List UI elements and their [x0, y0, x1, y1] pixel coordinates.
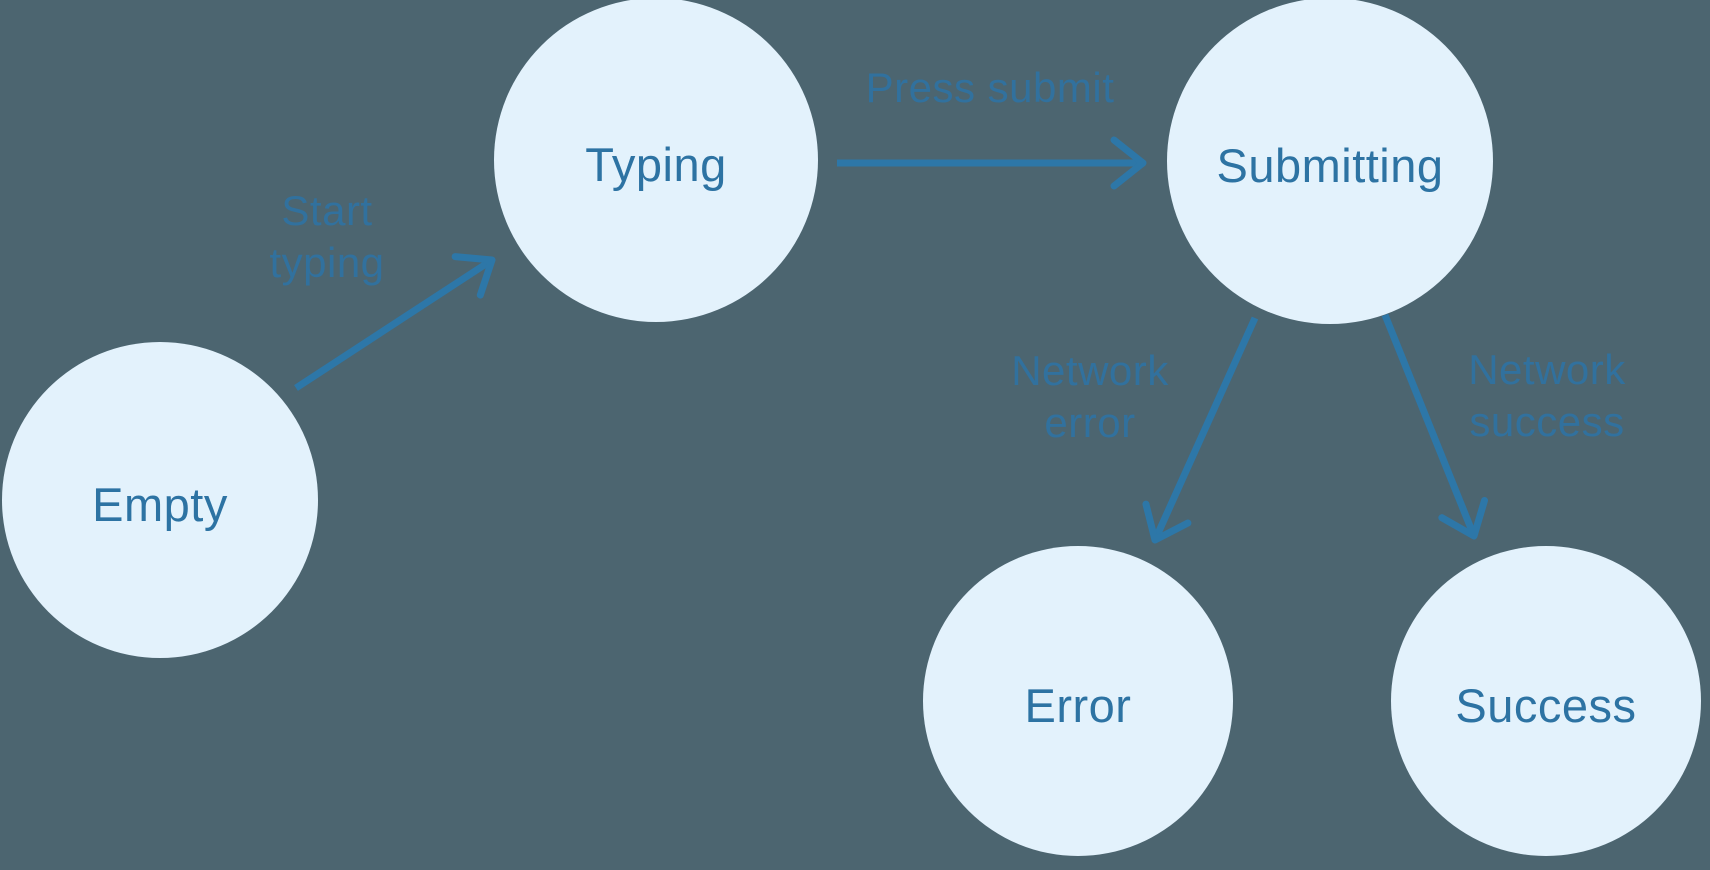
- transition-label-line: Start: [281, 187, 373, 234]
- transition-label-line: Press submit: [865, 64, 1115, 111]
- transition-label-network-error: Network error: [1011, 345, 1169, 449]
- state-label-empty: Empty: [92, 477, 228, 531]
- transition-arrow-network-success: [1381, 313, 1478, 538]
- arrowhead-icon-network-success: [1438, 497, 1489, 540]
- state-node-success: Success: [1391, 546, 1701, 856]
- transition-label-line: Network: [1468, 346, 1626, 393]
- state-node-submitting: Submitting: [1167, 0, 1493, 324]
- arrowhead-icon-press-submit: [1110, 136, 1147, 190]
- state-node-empty: Empty: [2, 342, 318, 658]
- state-label-typing: Typing: [585, 137, 727, 191]
- arrowhead-icon-start-typing: [451, 253, 496, 299]
- arrowhead-icon-network-error: [1142, 500, 1192, 544]
- transition-label-press-submit: Press submit: [866, 62, 1115, 114]
- state-node-typing: Typing: [494, 0, 818, 322]
- transition-arrow-network-error: [1151, 316, 1259, 542]
- transition-label-line: success: [1469, 398, 1625, 445]
- transition-label-line: Network: [1011, 347, 1169, 394]
- transition-label-line: error: [1044, 399, 1136, 446]
- transition-label-start-typing: Start typing: [269, 185, 384, 289]
- transition-label-network-success: Network success: [1468, 344, 1626, 448]
- state-label-success: Success: [1455, 678, 1637, 732]
- state-label-error: Error: [1024, 678, 1132, 732]
- transition-arrow-start-typing: [294, 257, 494, 391]
- transition-label-line: typing: [269, 239, 385, 286]
- state-node-error: Error: [923, 546, 1233, 856]
- state-label-submitting: Submitting: [1216, 138, 1444, 192]
